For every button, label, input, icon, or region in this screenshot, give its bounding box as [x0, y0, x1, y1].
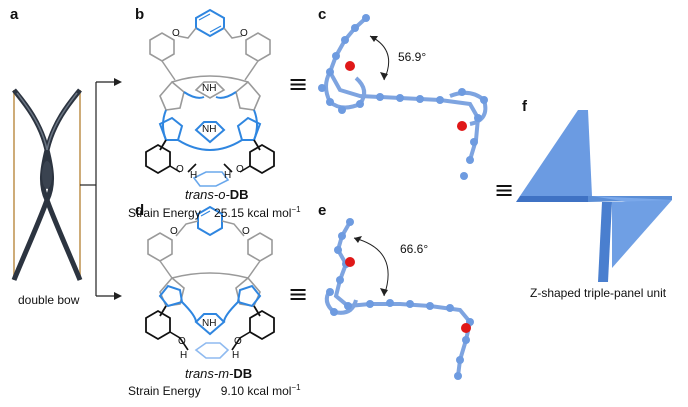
o-label-bl-d: O: [178, 336, 186, 347]
nh-label-d: NH: [202, 318, 217, 329]
bracket-arrows: [80, 81, 120, 297]
panel-label-e: e: [318, 202, 327, 219]
h-label-b1: H: [190, 170, 198, 181]
o-label-br-b: O: [236, 164, 244, 175]
strain-label-bottom: Strain Energy: [128, 384, 201, 398]
equiv-symbol-b-c: ≡: [288, 70, 309, 98]
trans-o-suffix: DB: [229, 187, 249, 202]
panel-label-b: b: [135, 6, 145, 23]
trans-m-suffix: DB: [233, 366, 253, 381]
h-label-d2: H: [232, 350, 240, 361]
trans-o-db-name: trans-o-DB: [185, 187, 249, 202]
h-label-b2: H: [224, 170, 232, 181]
z-shaped-panel-unit: [516, 110, 672, 282]
equiv-symbol-d-e: ≡: [288, 280, 309, 308]
strain-value-top: 25.15 kcal mol: [214, 206, 292, 220]
equiv-symbol-e-f: ≡: [494, 176, 515, 204]
strain-unit-sup-bottom: −1: [291, 383, 301, 392]
panel-label-a: a: [10, 6, 19, 23]
trans-m-db-structure: [145, 205, 275, 359]
trans-m-prefix: trans-m-: [185, 366, 234, 381]
nh-label-top-b: NH: [202, 83, 217, 94]
nh-label-bottom-b: NH: [202, 124, 217, 135]
crystal-model-e: [324, 218, 474, 380]
strain-value-bottom: 9.10 kcal mol: [220, 384, 292, 398]
crystal-model-c: [318, 14, 488, 180]
trans-o-db-structure: [145, 8, 275, 187]
strain-unit-sup-top: −1: [291, 205, 301, 214]
o-label-tl-b: O: [172, 28, 180, 39]
panel-label-f: f: [522, 98, 527, 115]
strain-label-top: Strain Energy: [128, 206, 201, 220]
panel-label-c: c: [318, 6, 327, 23]
double-bow-label: double bow: [18, 293, 80, 307]
strain-energy-top: Strain Energy 25.15 kcal mol−1: [128, 205, 301, 220]
strain-energy-bottom: Strain Energy 9.10 kcal mol−1: [128, 383, 301, 398]
o-label-tl-d: O: [170, 226, 178, 237]
o-label-bl-b: O: [176, 164, 184, 175]
panel-label-d: d: [135, 202, 145, 219]
angle-label-e: 66.6°: [400, 242, 429, 256]
o-label-tr-b: O: [240, 28, 248, 39]
h-label-d1: H: [180, 350, 188, 361]
z-shaped-unit-label: Z-shaped triple-panel unit: [530, 286, 667, 300]
trans-m-db-name: trans-m-DB: [185, 366, 252, 381]
o-label-tr-d: O: [242, 226, 250, 237]
angle-label-c: 56.9°: [398, 50, 427, 64]
o-label-br-d: O: [234, 336, 242, 347]
trans-o-prefix: trans-o-: [185, 187, 230, 202]
double-bow-illustration: [11, 88, 83, 281]
